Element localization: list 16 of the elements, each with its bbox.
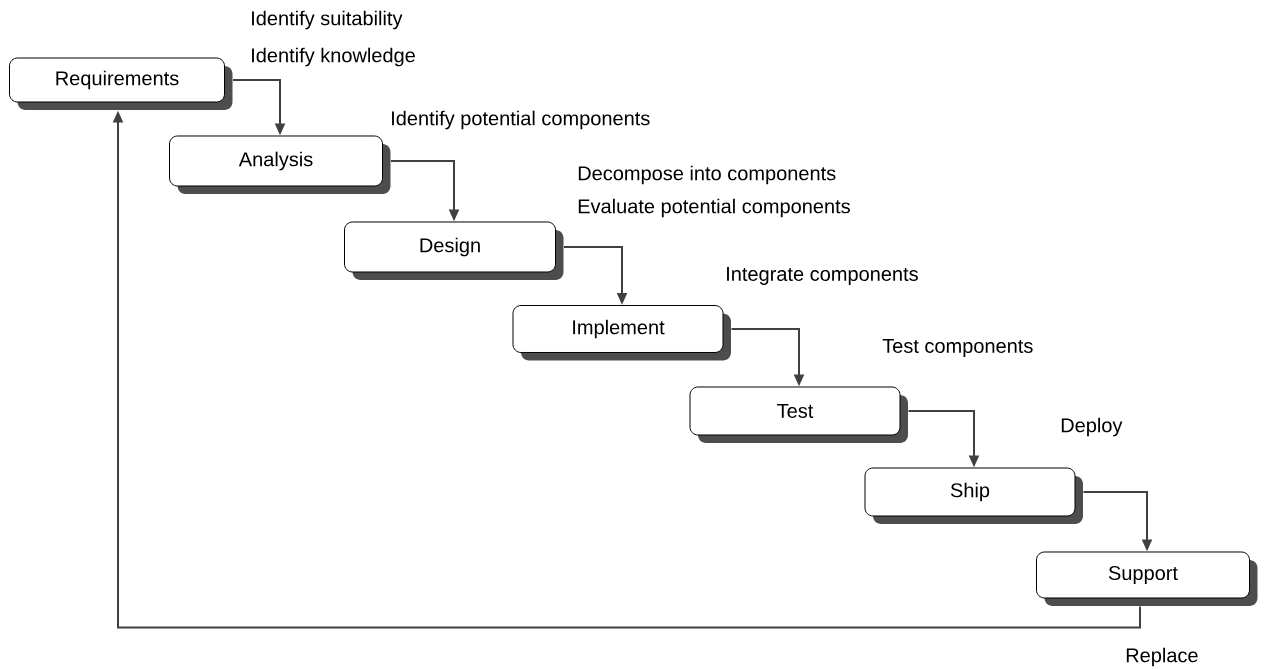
activity-label: Integrate components bbox=[727, 267, 918, 285]
activity-label: Test components bbox=[882, 339, 1033, 357]
activity-label: Identify potential components bbox=[392, 110, 650, 130]
activity-label: Identify knowledge bbox=[252, 47, 415, 67]
process-box: Test bbox=[689, 386, 908, 443]
process-box: Implement bbox=[512, 305, 731, 361]
process-box: Support bbox=[1036, 551, 1258, 606]
process-box: Requirements bbox=[9, 57, 233, 110]
process-box: Ship bbox=[864, 467, 1083, 524]
activity-label: Deploy bbox=[1061, 417, 1123, 437]
process-box: Design bbox=[344, 221, 564, 280]
activity-label: Replace bbox=[1126, 647, 1198, 667]
activity-label: Identify suitability bbox=[252, 10, 403, 30]
activity-label: Decompose into components bbox=[578, 165, 836, 185]
activity-label: Evaluate potential components bbox=[578, 198, 850, 218]
process-box: Analysis bbox=[169, 135, 391, 194]
